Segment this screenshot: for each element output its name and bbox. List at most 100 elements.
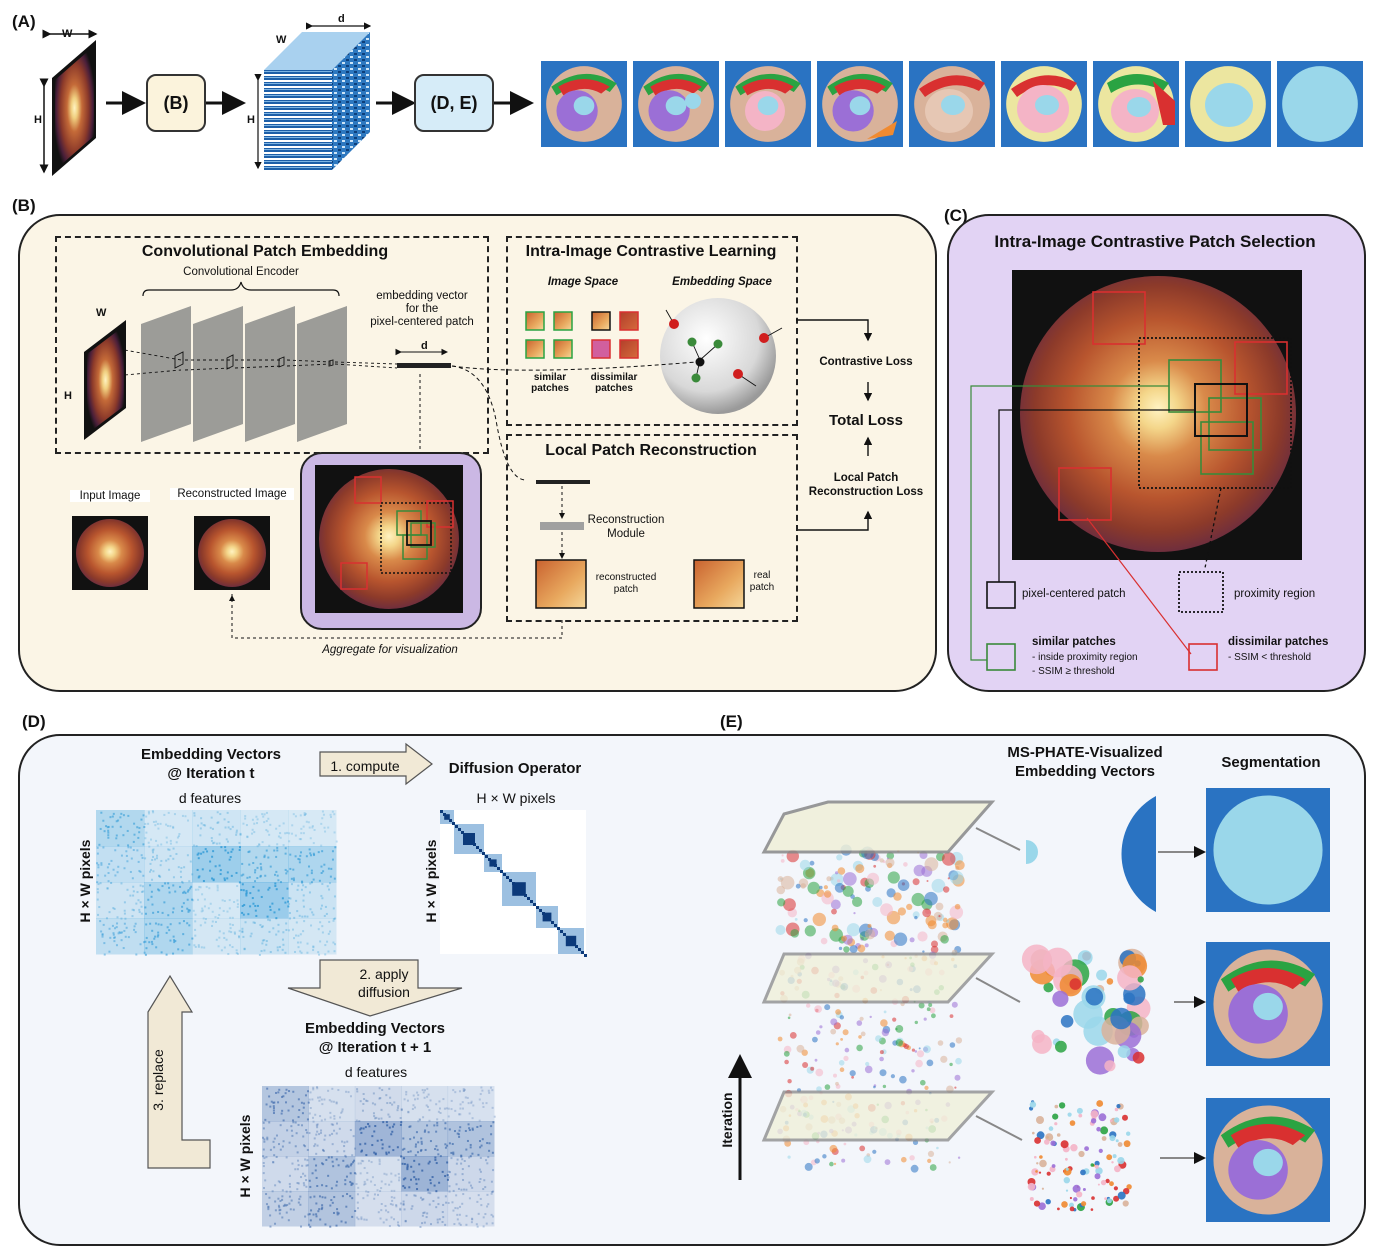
input-image-label: Input Image: [70, 490, 150, 502]
cluster-point: [1106, 978, 1114, 985]
scatter-point: [841, 935, 847, 942]
cluster-point: [1104, 1060, 1116, 1072]
scatter-point: [923, 1045, 931, 1054]
reconstruction-drawing: [535, 480, 745, 609]
scatter-point: [859, 1145, 866, 1152]
cluster-point: [1090, 1118, 1097, 1124]
scatter-point: [943, 886, 950, 893]
cluster-point: [1106, 1154, 1113, 1161]
scatter-point: [903, 1043, 909, 1050]
embedding-matrix-t: [96, 810, 338, 956]
segmentation-thumbnail: [1277, 61, 1363, 147]
panel-e-letter: (E): [720, 712, 743, 731]
cluster-point: [1114, 1117, 1120, 1123]
conv-encoder-drawing: [112, 281, 451, 442]
scatter-point: [926, 880, 929, 882]
cluster-point: [1081, 1201, 1087, 1207]
cluster-point: [1113, 1186, 1118, 1191]
input-image-slab: [44, 38, 104, 178]
scatter-point: [840, 1038, 843, 1041]
cluster-point: [1072, 1184, 1081, 1193]
scatter-point: [954, 903, 961, 910]
scatter-point: [836, 854, 843, 861]
cluster-point: [1122, 1200, 1129, 1207]
scatter-point: [863, 1155, 872, 1164]
aggregate-connector: [231, 374, 563, 639]
cluster-point: [1070, 1144, 1078, 1152]
scatter-point: [885, 858, 895, 868]
cluster-point: [1097, 1183, 1100, 1186]
image-space-label: Image Space: [547, 276, 619, 288]
aggregate-path: [229, 595, 563, 639]
scatter-point: [866, 872, 880, 885]
scatter-point: [837, 867, 846, 875]
scatter-point: [787, 1155, 791, 1159]
scatter-point: [864, 1065, 873, 1074]
scatter-point: [942, 922, 949, 929]
scatter-point: [879, 1069, 887, 1077]
cluster-point: [1036, 1116, 1044, 1124]
cluster-point: [1094, 1160, 1100, 1166]
scatter-point: [909, 937, 915, 943]
panel-c-letter: (C): [944, 206, 968, 225]
cluster-point: [1100, 1126, 1109, 1135]
scatter-point: [849, 1070, 856, 1077]
scatter-point: [803, 918, 808, 923]
segmentation-sequence: [541, 61, 1363, 147]
cluster-point: [1080, 1169, 1086, 1176]
scatter-point: [831, 908, 837, 915]
scatter-point: [884, 1159, 891, 1165]
reconstructed-image-fundus: [198, 519, 266, 587]
cluster-point: [1132, 1051, 1145, 1064]
cluster-point: [1126, 1131, 1131, 1136]
d-features-label: d features: [178, 790, 242, 806]
scatter-point: [926, 1059, 934, 1067]
cluster-point: [1051, 1164, 1056, 1168]
scatter-point: [918, 1047, 921, 1050]
scatter-point: [880, 1019, 888, 1027]
cluster-point: [1137, 976, 1144, 983]
ms-phate-title-1: MS-PHATE-Visualized: [1007, 744, 1163, 761]
cluster-point: [1060, 1140, 1069, 1149]
cluster-point: [1110, 1007, 1132, 1030]
cluster-point: [1114, 1165, 1121, 1173]
cluster-point: [1090, 1110, 1099, 1119]
scatter-point: [903, 862, 908, 867]
b-process-box: (B): [146, 74, 206, 132]
scatter-point: [851, 1075, 854, 1079]
scatter-point: [843, 1055, 849, 1061]
segmentation-thumbnail: [817, 61, 903, 147]
cluster-point: [1117, 1191, 1126, 1200]
real-patch-label-2: patch: [749, 582, 775, 593]
big-half-circle: [1121, 796, 1156, 912]
scatter-point: [935, 902, 944, 911]
cluster-point: [1045, 1133, 1054, 1142]
cube-h-label: H: [247, 114, 255, 126]
scatter-point: [780, 875, 795, 890]
scatter-point: [823, 885, 828, 890]
scatter-point: [917, 931, 928, 942]
scatter-point: [892, 1017, 897, 1022]
scatter-point: [933, 911, 943, 921]
aggregate-label: Aggregate for visualization: [322, 644, 458, 656]
embed-d-label: d: [421, 340, 428, 352]
scatter-point: [890, 1074, 895, 1079]
scatter-point: [844, 1047, 850, 1053]
segmentation-thumbnail: [1001, 61, 1087, 147]
ms-phate-title-2: Embedding Vectors: [1014, 763, 1156, 780]
scatter-point: [949, 870, 964, 885]
dissimilar-rule-1: - SSIM < threshold: [1228, 652, 1312, 663]
cluster-point: [1123, 1140, 1131, 1148]
pixel-centered-label: pixel-centered patch: [1022, 588, 1126, 600]
cluster-point: [1091, 1196, 1095, 1200]
panel-b-letter: (B): [12, 196, 36, 215]
scatter-point: [927, 920, 937, 930]
cluster-point: [1069, 1120, 1076, 1126]
scatter-point: [830, 1018, 838, 1026]
b-fundus-image: [315, 465, 463, 613]
scatter-point: [806, 1003, 811, 1008]
cluster-point: [1117, 1045, 1131, 1058]
scatter-point: [798, 878, 809, 888]
scatter-point: [957, 1156, 961, 1159]
cluster-point: [1046, 1171, 1051, 1176]
